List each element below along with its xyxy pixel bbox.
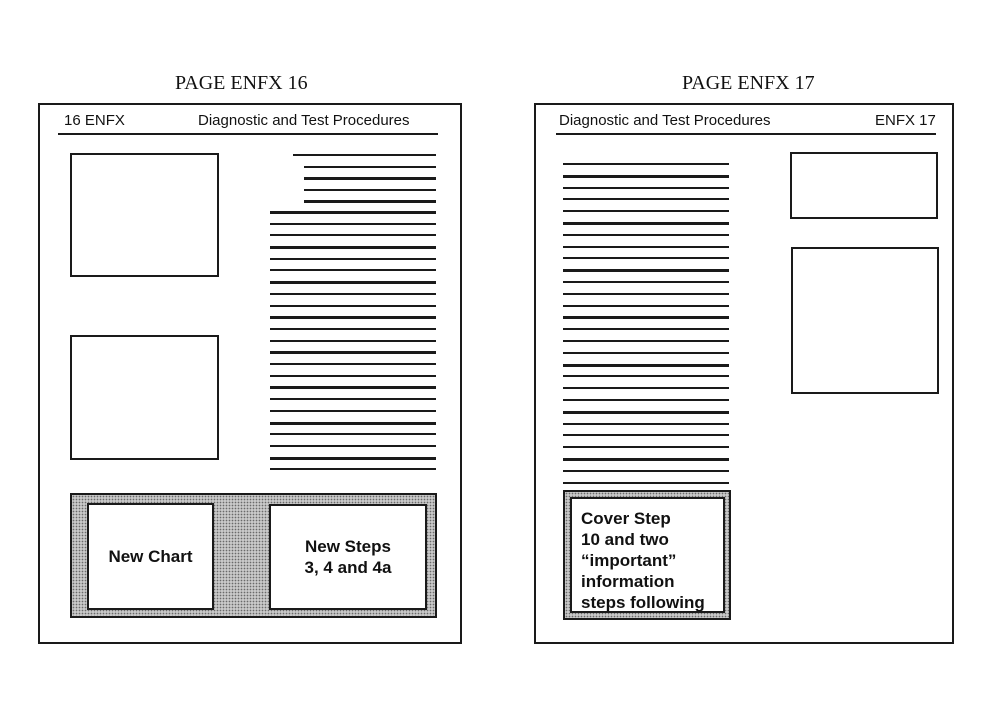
text-line (304, 200, 436, 203)
text-line (270, 363, 436, 365)
text-line (563, 482, 729, 484)
text-line (270, 386, 436, 389)
left-image-placeholder-2 (70, 335, 219, 460)
text-line (270, 410, 436, 412)
left-page-caption: PAGE ENFX 16 (175, 72, 308, 94)
text-line (270, 293, 436, 295)
text-line (563, 246, 729, 248)
text-line (270, 281, 436, 284)
text-line (270, 433, 436, 435)
text-line (563, 222, 729, 225)
right-page-section-title: Diagnostic and Test Procedures (559, 112, 771, 129)
text-line (563, 375, 729, 377)
text-line (304, 189, 436, 191)
text-line (563, 399, 729, 401)
text-line (270, 422, 436, 425)
text-line (563, 187, 729, 189)
text-line (563, 198, 729, 200)
text-line (270, 468, 436, 470)
text-line (270, 246, 436, 249)
text-line (563, 305, 729, 307)
text-line (563, 446, 729, 448)
text-line (563, 423, 729, 425)
text-line (270, 351, 436, 354)
text-line (563, 340, 729, 342)
right-image-placeholder-1 (790, 152, 938, 219)
text-line (563, 175, 729, 178)
text-line (563, 281, 729, 283)
text-line (563, 328, 729, 330)
right-page-number: ENFX 17 (875, 112, 936, 129)
text-line (563, 411, 729, 414)
text-line (304, 166, 436, 168)
cover-step-callout: Cover Step 10 and two “important” inform… (570, 497, 725, 613)
text-line (270, 234, 436, 236)
text-line (563, 234, 729, 236)
text-line (270, 269, 436, 271)
new-steps-callout: New Steps 3, 4 and 4a (269, 504, 427, 610)
text-line (563, 293, 729, 295)
text-line (563, 470, 729, 472)
right-image-placeholder-2 (791, 247, 939, 394)
text-line (270, 375, 436, 377)
text-line (270, 445, 436, 447)
left-header-rule (58, 133, 438, 135)
text-line (563, 210, 729, 212)
text-line (270, 258, 436, 260)
text-line (563, 352, 729, 354)
new-chart-callout: New Chart (87, 503, 214, 610)
text-line (270, 398, 436, 400)
text-line (270, 305, 436, 307)
text-line (304, 177, 436, 180)
right-header-rule (556, 133, 936, 135)
text-line (270, 211, 436, 214)
text-line (563, 269, 729, 272)
text-line (563, 257, 729, 259)
text-line (563, 434, 729, 436)
text-line (270, 457, 436, 460)
left-image-placeholder-1 (70, 153, 219, 277)
text-line (563, 458, 729, 461)
text-line (270, 316, 436, 319)
text-line (270, 328, 436, 330)
text-line (270, 223, 436, 225)
text-line (270, 340, 436, 342)
text-line (563, 163, 729, 165)
left-page-number: 16 ENFX (64, 112, 125, 129)
text-line (293, 154, 436, 156)
text-line (563, 387, 729, 389)
left-page-section-title: Diagnostic and Test Procedures (198, 112, 410, 129)
text-line (563, 316, 729, 319)
text-line (563, 364, 729, 367)
right-page-caption: PAGE ENFX 17 (682, 72, 815, 94)
